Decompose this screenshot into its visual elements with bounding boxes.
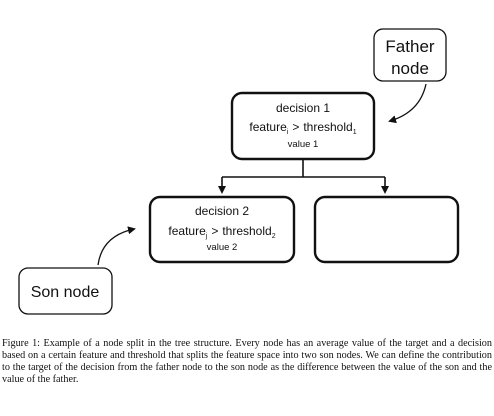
parent-node-title: decision 1 xyxy=(276,101,330,115)
left-child-node-box xyxy=(148,195,296,264)
father-callout-line2: node xyxy=(391,59,429,78)
son-callout-box xyxy=(18,267,113,315)
parent-condition-feature-sub: i xyxy=(287,129,289,136)
left-child-condition-threshold: threshold xyxy=(222,224,271,238)
figure-caption-text: Example of a node split in the tree stru… xyxy=(2,338,492,385)
left-child-node: decision 2 featurej> threshold2 value 2 xyxy=(148,195,296,264)
tree-split-diagram: Father node decision 1 featurei>threshol… xyxy=(18,28,460,315)
parent-condition-op: > xyxy=(292,120,299,134)
right-child-node-box xyxy=(313,195,460,264)
parent-condition-threshold: threshold xyxy=(303,120,352,134)
figure-caption-label: Figure 1: xyxy=(2,338,41,349)
parent-node: decision 1 featurei> threshold1 value 1 xyxy=(230,91,376,161)
father-callout-arrow xyxy=(388,83,427,124)
figure-caption: Figure 1: Example of a node split in the… xyxy=(2,338,492,386)
father-node-callout: Father node xyxy=(373,28,447,82)
son-callout-arrow xyxy=(97,226,136,266)
left-child-condition-threshold-sub: 2 xyxy=(272,233,276,240)
son-callout-label: Son node xyxy=(31,284,100,301)
parent-node-value: value 1 xyxy=(288,139,319,150)
split-connector xyxy=(218,159,389,194)
parent-node-condition: featurei> threshold1 xyxy=(249,120,356,136)
left-child-condition-op: > xyxy=(211,224,218,238)
left-child-condition-feature: feature xyxy=(168,224,206,238)
father-callout-box xyxy=(373,28,447,82)
parent-condition-feature: feature xyxy=(249,120,287,134)
left-child-node-title: decision 2 xyxy=(195,204,249,218)
left-child-node-condition: featurej> threshold2 xyxy=(168,224,275,240)
son-node-callout: Son node xyxy=(18,267,113,315)
left-child-node-value: value 2 xyxy=(207,242,238,253)
father-callout-line1: Father xyxy=(385,37,434,56)
right-child-node xyxy=(313,195,460,264)
parent-condition-threshold-sub: 1 xyxy=(353,129,357,136)
left-child-condition-feature-sub: j xyxy=(205,233,208,240)
